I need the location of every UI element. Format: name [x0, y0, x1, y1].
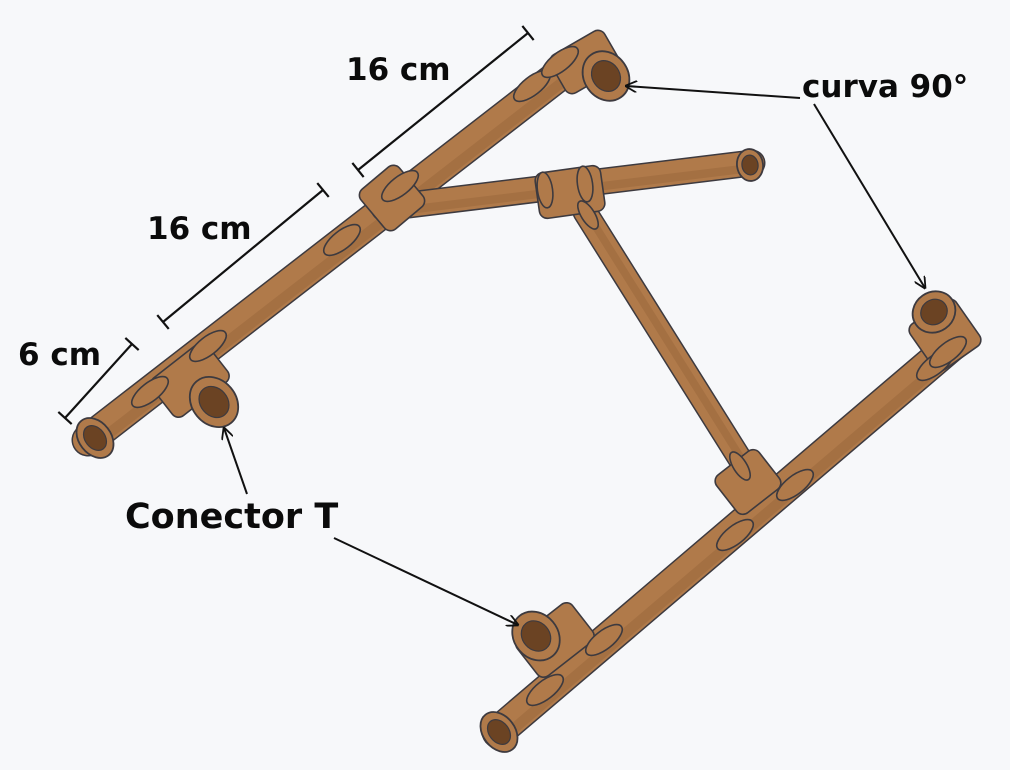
pipe-collar-right-3	[775, 468, 815, 502]
pipe-end-left	[75, 417, 115, 459]
pipe-collar-left-3	[380, 169, 420, 203]
dimension-line-top-16cm	[351, 25, 535, 178]
pipe-collar-right-0	[525, 673, 565, 707]
arrow-elbow-top	[626, 86, 801, 99]
dimension-lines	[57, 25, 535, 425]
pipe-collar-right-2	[715, 518, 755, 552]
tee-opening-bottom	[511, 610, 561, 662]
dimension-label-middle-16cm: 16 cm	[147, 211, 252, 247]
pipe-collar-brace-0	[576, 200, 600, 230]
dimension-label-top-16cm: 16 cm	[346, 52, 451, 88]
arrow-elbow-right	[813, 103, 925, 288]
pipe-diagonal-brace	[572, 199, 765, 491]
pipe-collar-crossbar-0	[536, 171, 554, 209]
pipe-collar-right-1	[584, 623, 624, 657]
dimension-label-6cm: 6 cm	[18, 337, 102, 373]
callout-arrows	[224, 86, 925, 625]
elbow-opening-top	[581, 50, 631, 102]
pipe-end-bottom	[479, 711, 519, 753]
dimension-line-middle-16cm	[156, 182, 330, 330]
pipe-collar-left-5	[540, 45, 580, 79]
arrow-tee-left	[224, 428, 248, 495]
pipe-collar-left-2	[322, 223, 362, 257]
tee-opening-left	[188, 376, 240, 428]
elbow-callout-label: curva 90°	[802, 69, 969, 105]
pipe-end-crossbar	[736, 148, 764, 182]
tee-connector-callout-label: Conector T	[125, 497, 339, 537]
pipe-collar-left-0	[130, 375, 170, 409]
elbow-opening-right	[911, 290, 957, 334]
arrow-tee-bottom	[333, 537, 518, 625]
dimension-line-6cm	[57, 337, 140, 425]
pipe-collar-crossbar-1	[576, 165, 594, 203]
pipe-collar-brace-1	[728, 451, 752, 481]
pipe-collar-left-1	[188, 329, 228, 363]
fitting-group	[75, 29, 982, 753]
pipe-collar-right-5	[928, 335, 968, 369]
